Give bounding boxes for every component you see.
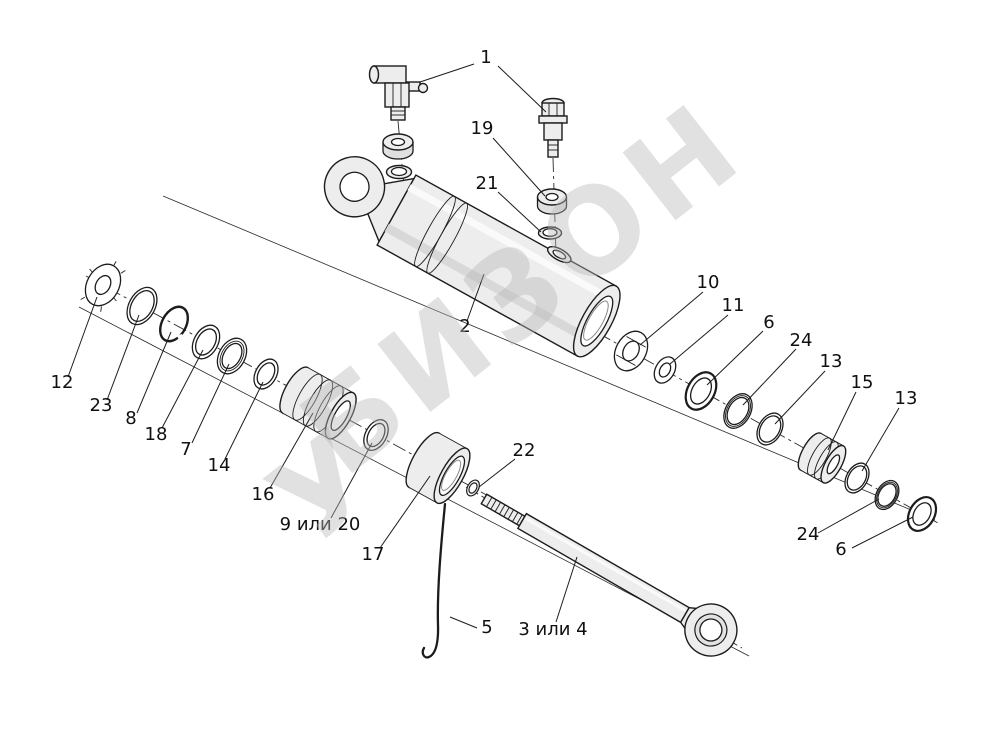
callout-7: 7 bbox=[180, 439, 191, 460]
part-ring-9-20 bbox=[363, 419, 389, 451]
callout-8: 8 bbox=[125, 408, 136, 429]
part-nut-19 bbox=[536, 188, 568, 215]
callout-6b: 6 bbox=[835, 539, 846, 560]
part-ring-24b bbox=[874, 479, 900, 511]
part-seal-6a bbox=[684, 371, 718, 411]
center-axes bbox=[85, 120, 939, 649]
part-ring-22 bbox=[466, 479, 480, 497]
part-gland-16 bbox=[279, 366, 357, 440]
callout-13a: 13 bbox=[820, 351, 843, 372]
part-ring-23 bbox=[126, 286, 158, 326]
part-seal-6b bbox=[906, 496, 938, 532]
callout-12: 12 bbox=[51, 372, 74, 393]
callout-24b: 24 bbox=[797, 524, 820, 545]
callout-9-20: 9 или 20 bbox=[280, 514, 361, 535]
callout-10: 10 bbox=[697, 272, 720, 293]
part-washer-under-elbow bbox=[385, 164, 413, 180]
callout-13b: 13 bbox=[895, 388, 918, 409]
part-washer-11 bbox=[653, 356, 677, 384]
callout-14: 14 bbox=[208, 455, 231, 476]
callout-24a: 24 bbox=[790, 330, 813, 351]
callout-18: 18 bbox=[145, 424, 168, 445]
part-ring-18 bbox=[191, 324, 221, 360]
callout-labels: 1 19 21 2 10 11 6 24 13 15 13 24 6 12 23… bbox=[51, 47, 918, 640]
callout-11: 11 bbox=[722, 295, 745, 316]
part-ring-13a bbox=[756, 412, 784, 446]
part-bushing-15 bbox=[797, 432, 847, 484]
callout-1: 1 bbox=[480, 47, 491, 68]
callout-3-4: 3 или 4 bbox=[518, 619, 587, 640]
part-wire-5 bbox=[421, 502, 447, 659]
part-ring-13b bbox=[844, 462, 870, 494]
watermark: БИЗОН У bbox=[245, 74, 770, 571]
callout-15: 15 bbox=[851, 372, 874, 393]
callout-6a: 6 bbox=[763, 312, 774, 333]
part-cylinder-body-2 bbox=[323, 156, 621, 358]
part-snap-ring-8 bbox=[158, 305, 190, 343]
part-ring-14 bbox=[253, 358, 279, 390]
part-washer-21 bbox=[537, 226, 563, 240]
callout-2: 2 bbox=[459, 316, 470, 337]
part-locknut-12 bbox=[80, 261, 126, 312]
part-nut-under-elbow bbox=[382, 133, 414, 160]
callout-23: 23 bbox=[90, 395, 113, 416]
callout-21: 21 bbox=[476, 173, 499, 194]
callout-5: 5 bbox=[481, 617, 492, 638]
part-straight-fitting-1 bbox=[538, 97, 568, 158]
callout-19: 19 bbox=[471, 118, 494, 139]
callout-16: 16 bbox=[252, 484, 275, 505]
part-nut-10 bbox=[613, 330, 649, 372]
part-elbow-fitting-1 bbox=[368, 65, 429, 121]
part-piston-rod-3-4 bbox=[480, 493, 738, 657]
part-seal-7 bbox=[216, 337, 248, 375]
callout-22: 22 bbox=[513, 440, 536, 461]
leader-lines bbox=[67, 63, 914, 629]
callout-17: 17 bbox=[362, 544, 385, 565]
